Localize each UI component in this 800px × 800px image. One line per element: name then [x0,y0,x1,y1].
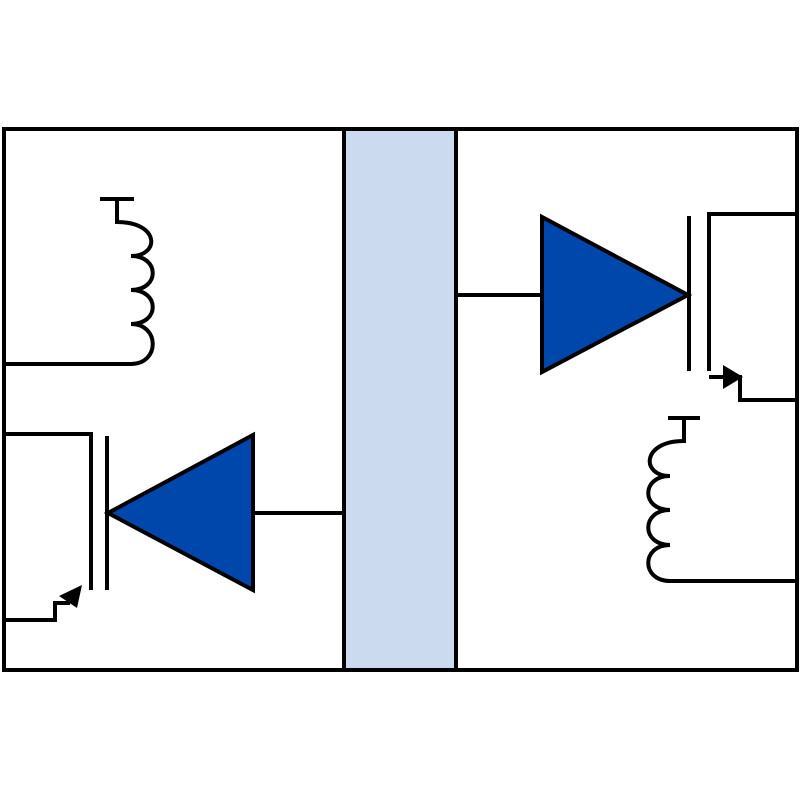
isolation-barrier [342,127,458,672]
right-transistor-icon [687,212,799,436]
left-inductor-icon [4,197,155,366]
right-channel [454,127,799,672]
left-enclosure [2,127,346,672]
left-amplifier-icon [103,431,255,594]
right-amplifier-icon [540,213,693,376]
left-transistor-icon [4,432,109,622]
left-channel [2,127,346,672]
right-inductor-icon [646,416,797,583]
